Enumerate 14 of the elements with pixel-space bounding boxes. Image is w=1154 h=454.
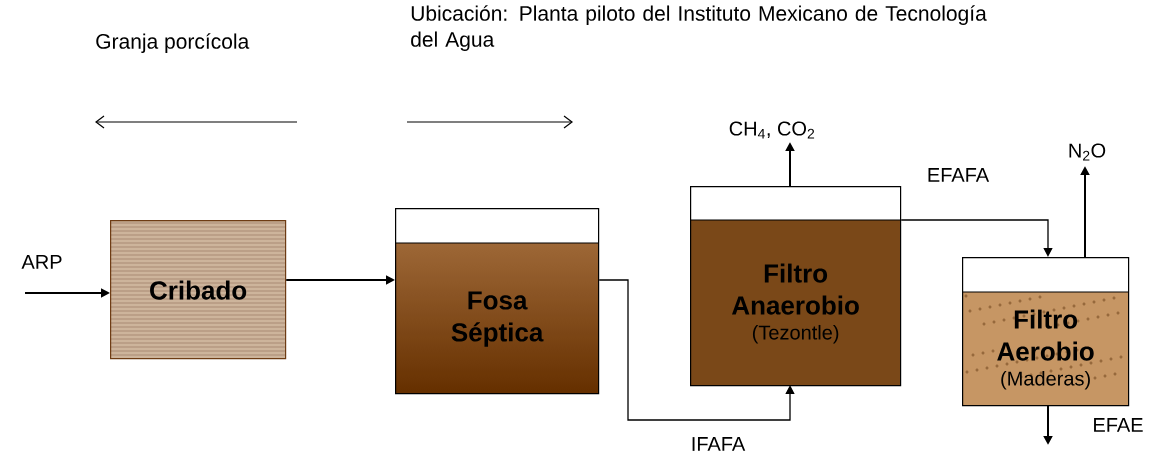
edge-label: EFAE — [1094, 418, 1143, 432]
arrow — [598, 279, 795, 421]
edge-label: ARP — [21, 255, 62, 269]
edge-label: IFAFA — [692, 437, 746, 451]
tank: Filtro Anaerobio (Tezontle) — [689, 186, 902, 387]
screen-box: Cribado — [109, 220, 287, 360]
gas-label: N$_{2}$O — [1069, 143, 1106, 161]
caption-text: Ubicación: Planta piloto del Instituto Mexicano de Tecnología del Agua — [411, 5, 987, 51]
gas-label: CH$_{4}$, CO$_{2}$ — [729, 121, 815, 139]
tank: Filtro Aerobio (Maderas) — [961, 257, 1130, 407]
tank: Fosa Séptica — [394, 208, 600, 395]
arrow — [900, 219, 1053, 257]
caption-text: Granja porcícola — [96, 33, 250, 53]
edge-label: EFAFA — [928, 168, 990, 182]
